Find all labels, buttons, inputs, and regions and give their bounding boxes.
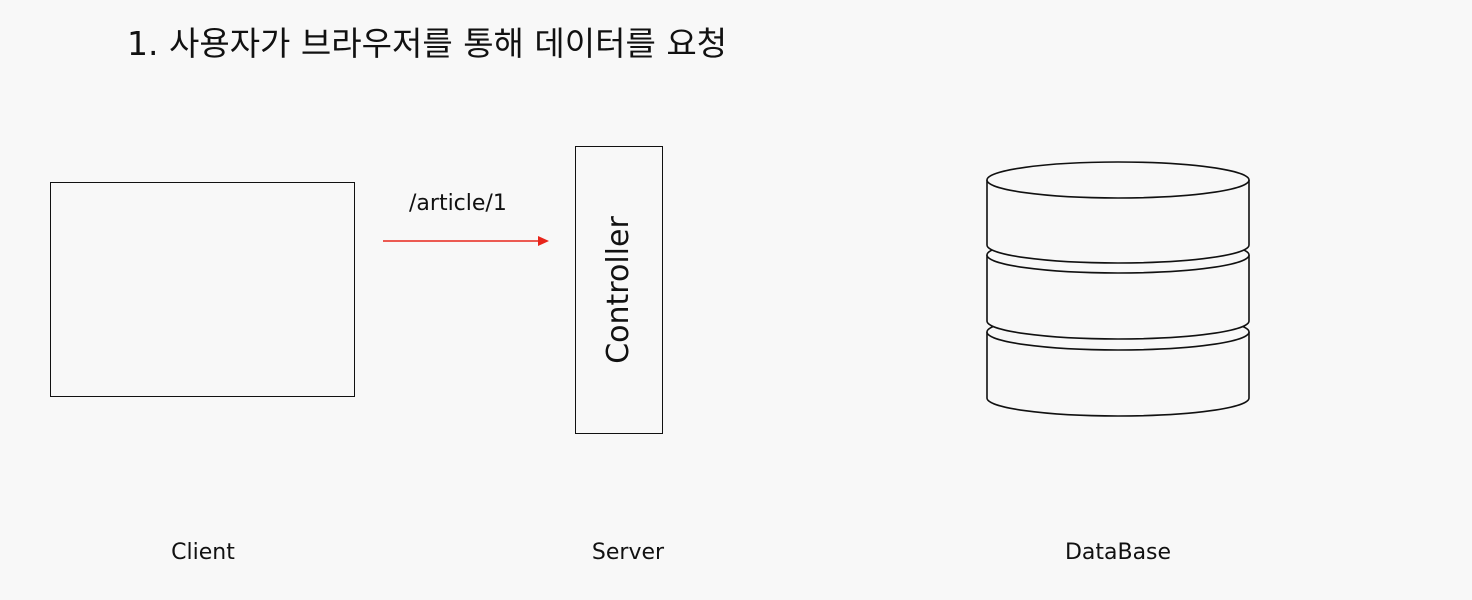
- db-disk-top-top: [986, 161, 1250, 199]
- server-box: Controller: [575, 146, 663, 434]
- controller-label: Controller: [601, 216, 636, 364]
- request-arrow-head: [538, 236, 549, 246]
- database-cylinder-icon: [986, 161, 1250, 417]
- client-caption: Client: [171, 540, 235, 565]
- server-caption: Server: [591, 540, 665, 565]
- client-box: [50, 182, 355, 397]
- page-title: 1. 사용자가 브라우저를 통해 데이터를 요청: [127, 24, 728, 63]
- db-disk-bottom: [986, 332, 1250, 417]
- request-route-label: /article/1: [409, 191, 507, 216]
- db-disk-top: [986, 180, 1250, 264]
- arrow-right-icon: [383, 236, 549, 246]
- database-caption: DataBase: [1064, 540, 1172, 565]
- db-disk-middle: [986, 255, 1250, 340]
